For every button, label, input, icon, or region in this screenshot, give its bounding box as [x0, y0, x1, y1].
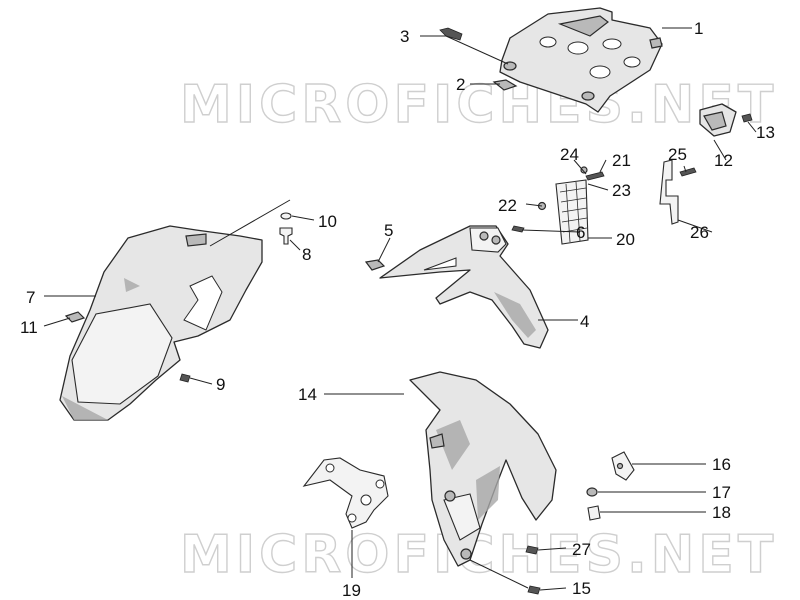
part-7-under-tray — [59, 225, 263, 421]
callout-2: 2 — [456, 75, 465, 94]
callout-7: 7 — [26, 288, 35, 307]
callout-3: 3 — [400, 27, 409, 46]
callout-21: 21 — [612, 151, 631, 170]
part-19-bracket — [302, 457, 389, 529]
callout-8: 8 — [302, 245, 311, 264]
callout-24: 24 — [560, 145, 579, 164]
callout-labels: 1 2 3 4 5 6 7 8 9 10 11 12 13 14 15 16 1… — [20, 19, 775, 600]
part-13-screw — [741, 113, 753, 123]
callout-16: 16 — [712, 455, 731, 474]
callout-25: 25 — [668, 145, 687, 164]
callout-26: 26 — [690, 223, 709, 242]
callout-27: 27 — [572, 540, 591, 559]
part-9-screw — [179, 373, 191, 383]
part-18-clip — [587, 505, 601, 521]
callout-11: 11 — [20, 318, 38, 337]
callout-15: 15 — [572, 579, 591, 598]
part-24-washer — [580, 166, 588, 174]
part-8-screw — [279, 227, 293, 245]
part-14-front-mudguard — [409, 371, 557, 567]
callout-12: 12 — [714, 151, 733, 170]
callout-14: 14 — [298, 385, 317, 404]
part-17-washer — [586, 487, 598, 497]
callout-17: 17 — [712, 483, 731, 502]
callout-1: 1 — [694, 19, 703, 38]
part-4-rear-mudguard — [379, 225, 549, 349]
callout-5: 5 — [384, 221, 393, 240]
callout-23: 23 — [612, 181, 631, 200]
part-26-bracket — [659, 159, 679, 225]
part-5-clip — [364, 259, 386, 271]
callout-19: 19 — [342, 581, 361, 600]
part-27-screw — [525, 545, 539, 555]
callout-10: 10 — [318, 212, 337, 231]
part-1-rear-cover — [499, 7, 663, 113]
callout-22: 22 — [498, 196, 517, 215]
part-15-screw — [527, 585, 541, 595]
callout-20: 20 — [616, 230, 635, 249]
part-21-screw — [585, 171, 605, 181]
part-10-washer — [280, 212, 292, 220]
callout-18: 18 — [712, 503, 731, 522]
part-3-screw — [439, 27, 463, 41]
callout-4: 4 — [580, 312, 589, 331]
callout-9: 9 — [216, 375, 225, 394]
leader-lines — [43, 27, 757, 591]
callout-13: 13 — [756, 123, 775, 142]
part-12-rear-light — [699, 103, 737, 137]
watermark-top: MICROFICHES.NET — [180, 75, 777, 135]
callout-6: 6 — [576, 223, 585, 242]
part-6-screw — [511, 225, 525, 233]
part-20-reflector-plate — [555, 179, 589, 245]
part-25-screw — [679, 167, 697, 177]
part-2-clip — [492, 79, 518, 91]
part-16-reflector — [611, 451, 635, 481]
part-11-clip — [64, 311, 86, 323]
